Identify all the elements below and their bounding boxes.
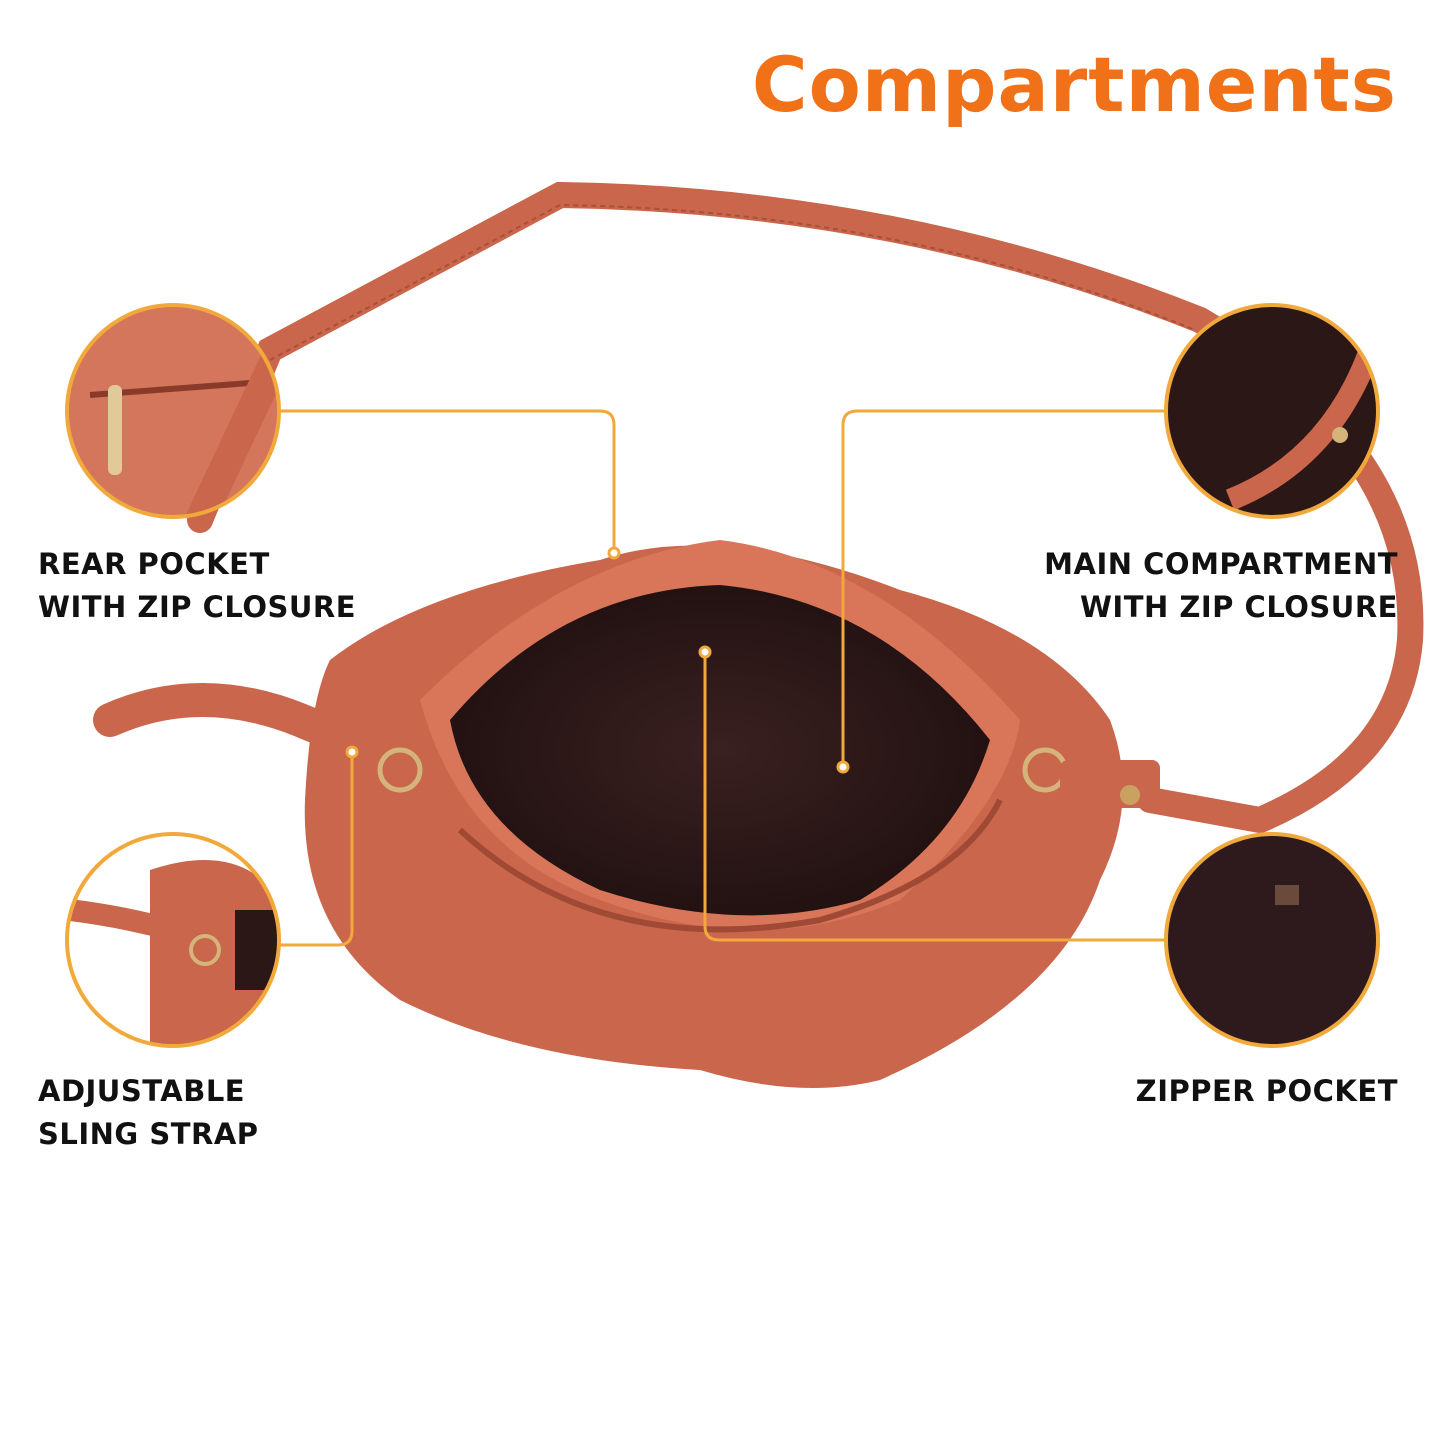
main-compartment-lining [450,585,990,916]
page-title: Compartments [751,40,1397,129]
leader-lines [280,409,1165,947]
sling-strap-zoom-image [68,835,278,1045]
label-line: ADJUSTABLE [38,1074,246,1108]
label-main-compartment: MAIN COMPARTMENT WITH ZIP CLOSURE [1044,543,1398,629]
label-line: WITH ZIP CLOSURE [1079,590,1398,624]
label-line: WITH ZIP CLOSURE [38,590,357,624]
label-zipper-pocket: ZIPPER POCKET [1136,1070,1398,1113]
label-sling-strap: ADJUSTABLE SLING STRAP [38,1070,259,1156]
main-compartment-zoom-image [1167,306,1377,516]
zipper-pocket-zoom-image [1167,835,1377,1045]
label-line: REAR POCKET [38,547,270,581]
label-rear-pocket: REAR POCKET WITH ZIP CLOSURE [38,543,356,629]
label-line: ZIPPER POCKET [1135,1074,1398,1108]
rear-pocket-zoom-image [68,306,278,516]
label-line: SLING STRAP [38,1117,259,1151]
label-line: MAIN COMPARTMENT [1044,547,1398,581]
sling-strap [93,683,437,787]
